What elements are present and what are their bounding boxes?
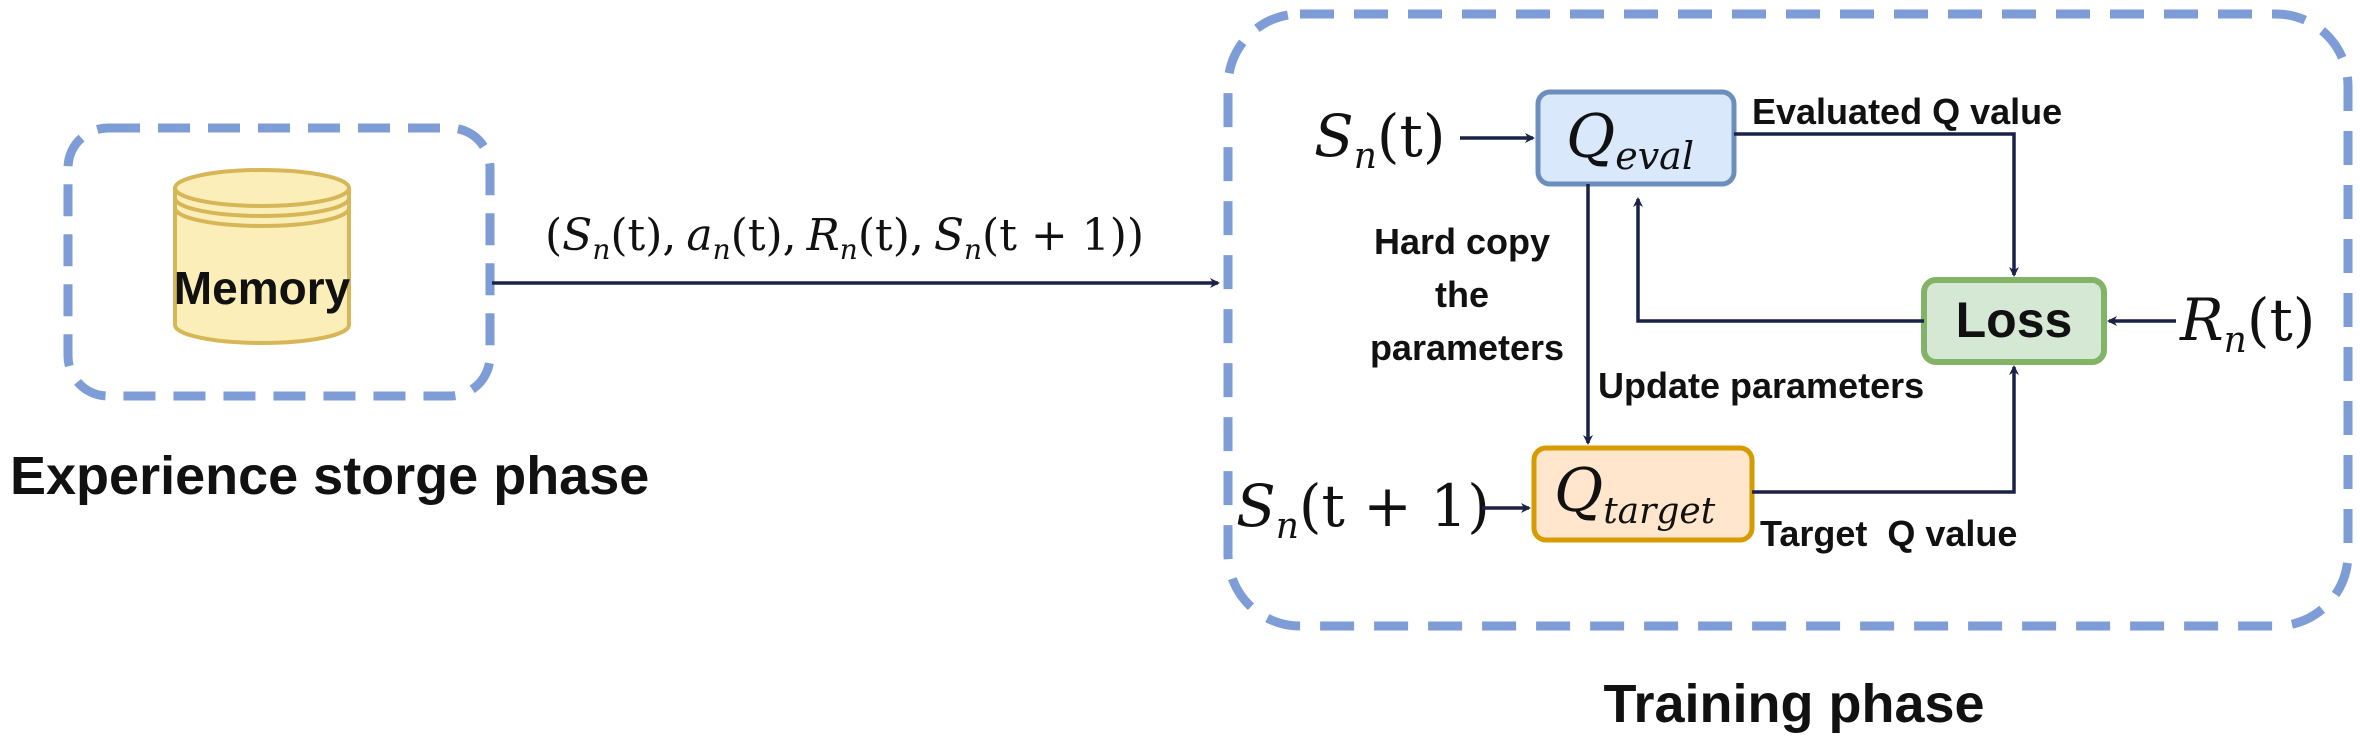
q-target-box: [1531, 445, 1755, 543]
update-parameters-arrow: [1633, 197, 1924, 323]
memory-label: Memory: [174, 262, 351, 314]
target-q-arrow: [1752, 365, 2019, 494]
q-target-label: Qtarget: [1554, 456, 1716, 532]
update-parameters-label: Update parameters: [1598, 365, 1924, 406]
training-phase-title: Training phase: [1603, 674, 1984, 734]
loss-label: Loss: [1956, 292, 2073, 348]
reward-input-label: Rn(t): [2179, 286, 2315, 361]
state-input-label: Sn(t): [1314, 102, 1446, 177]
memory-cylinder-icon: [173, 168, 351, 345]
next-state-input-label: Sn(t + 1): [1236, 472, 1490, 547]
q-eval-label: Qeval: [1566, 102, 1694, 178]
evaluated-q-arrow: [1734, 132, 2019, 277]
q-eval-box: [1535, 89, 1737, 187]
target-q-label: Target Q value: [1760, 513, 2017, 554]
transition-tuple-label: (Sn(t),an(t),Rn(t),Sn(t + 1)): [545, 210, 1144, 266]
training-phase-container: [1223, 9, 2353, 631]
experience-phase-container: [63, 123, 495, 401]
experience-phase-title: Experience storge phase: [10, 446, 649, 506]
evaluated-q-label: Evaluated Q value: [1752, 91, 2062, 132]
hard-copy-label: Hard copy the parameters: [1370, 221, 1564, 368]
